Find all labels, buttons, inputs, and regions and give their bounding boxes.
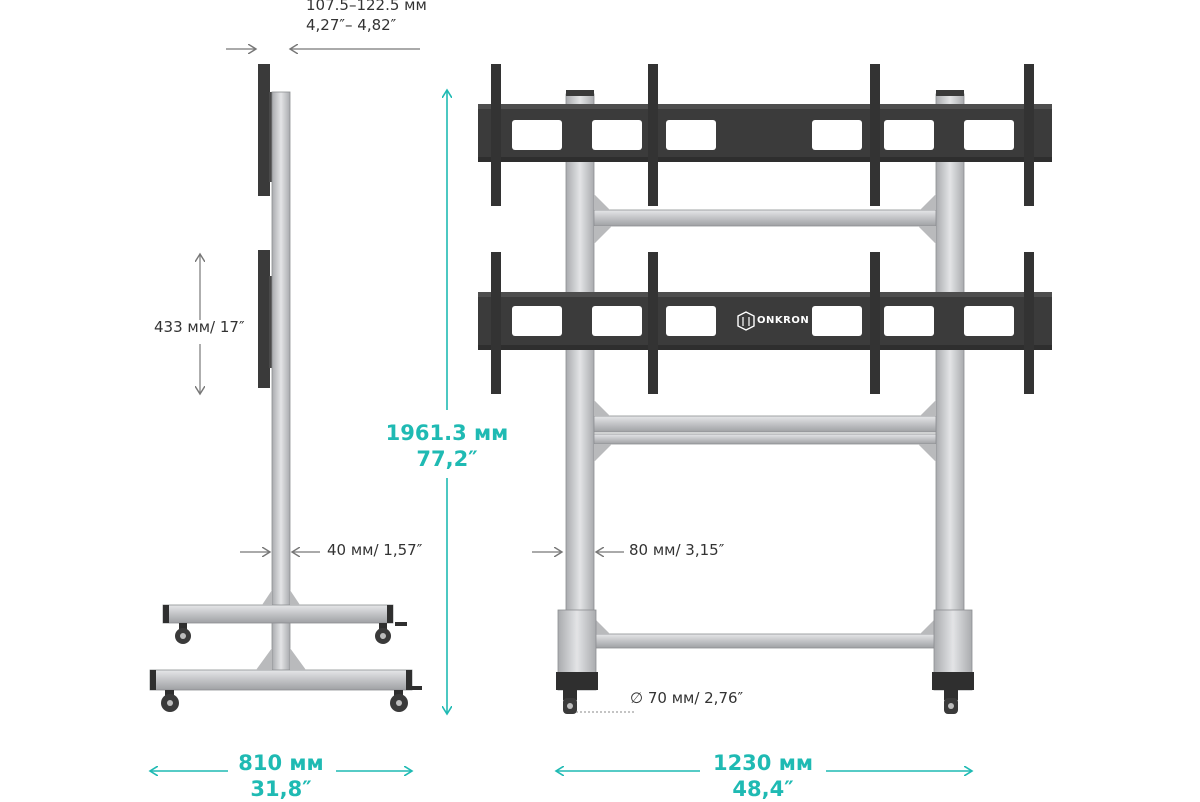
depth-mm: 810 мм <box>238 751 324 775</box>
width-mm: 1230 мм <box>712 751 814 775</box>
depth-in: 31,8″ <box>250 777 312 801</box>
vesa-arm <box>491 64 501 206</box>
vesa-arm <box>1024 64 1034 206</box>
side-column <box>271 91 291 683</box>
depth-label: 810 мм 31,8″ <box>222 750 340 802</box>
onkron-logo-icon <box>737 311 755 331</box>
height-in: 77,2″ <box>416 447 478 471</box>
upper-mount-rail <box>478 64 1052 206</box>
vesa-arm <box>870 252 880 394</box>
front-left-upright <box>565 93 595 679</box>
vesa-arm <box>648 64 658 206</box>
side-profile-label: 40 мм/ 1,57″ <box>327 541 423 559</box>
height-mm: 1961.3 мм <box>385 421 509 445</box>
wheel-diameter-label: ∅ 70 мм/ 2,76″ <box>630 689 744 707</box>
wheel-icon <box>175 623 391 644</box>
width-in: 48,4″ <box>732 777 794 801</box>
width-label: 1230 мм 48,4″ <box>700 750 826 802</box>
offset-in-label: 4,27″– 4,82″ <box>306 16 397 34</box>
lower-mount-rail <box>478 252 1052 394</box>
front-profile-label: 80 мм/ 3,15″ <box>629 541 725 559</box>
wheel-icon <box>161 690 408 712</box>
front-right-upright <box>935 93 965 679</box>
side-upper-plate <box>258 64 270 196</box>
front-view <box>478 64 1052 714</box>
height-label: 1961.3 мм 77,2″ <box>382 420 512 472</box>
vesa-arm <box>648 252 658 394</box>
side-view <box>149 64 422 712</box>
offset-mm-label: 107.5–122.5 мм <box>306 0 427 14</box>
vesa-arm <box>870 64 880 206</box>
brand-label: ONKRON <box>757 315 810 326</box>
front-crossbar <box>593 209 937 227</box>
vesa-label: 433 мм/ 17″ <box>154 318 245 336</box>
vesa-arm <box>1024 252 1034 394</box>
side-lower-plate <box>258 250 270 388</box>
vesa-arm <box>491 252 501 394</box>
front-crossbar <box>593 415 937 433</box>
side-rear-base <box>162 604 394 624</box>
front-bottom-crossbar <box>593 633 937 649</box>
side-front-base <box>149 669 413 691</box>
wheel-icon <box>563 690 958 714</box>
